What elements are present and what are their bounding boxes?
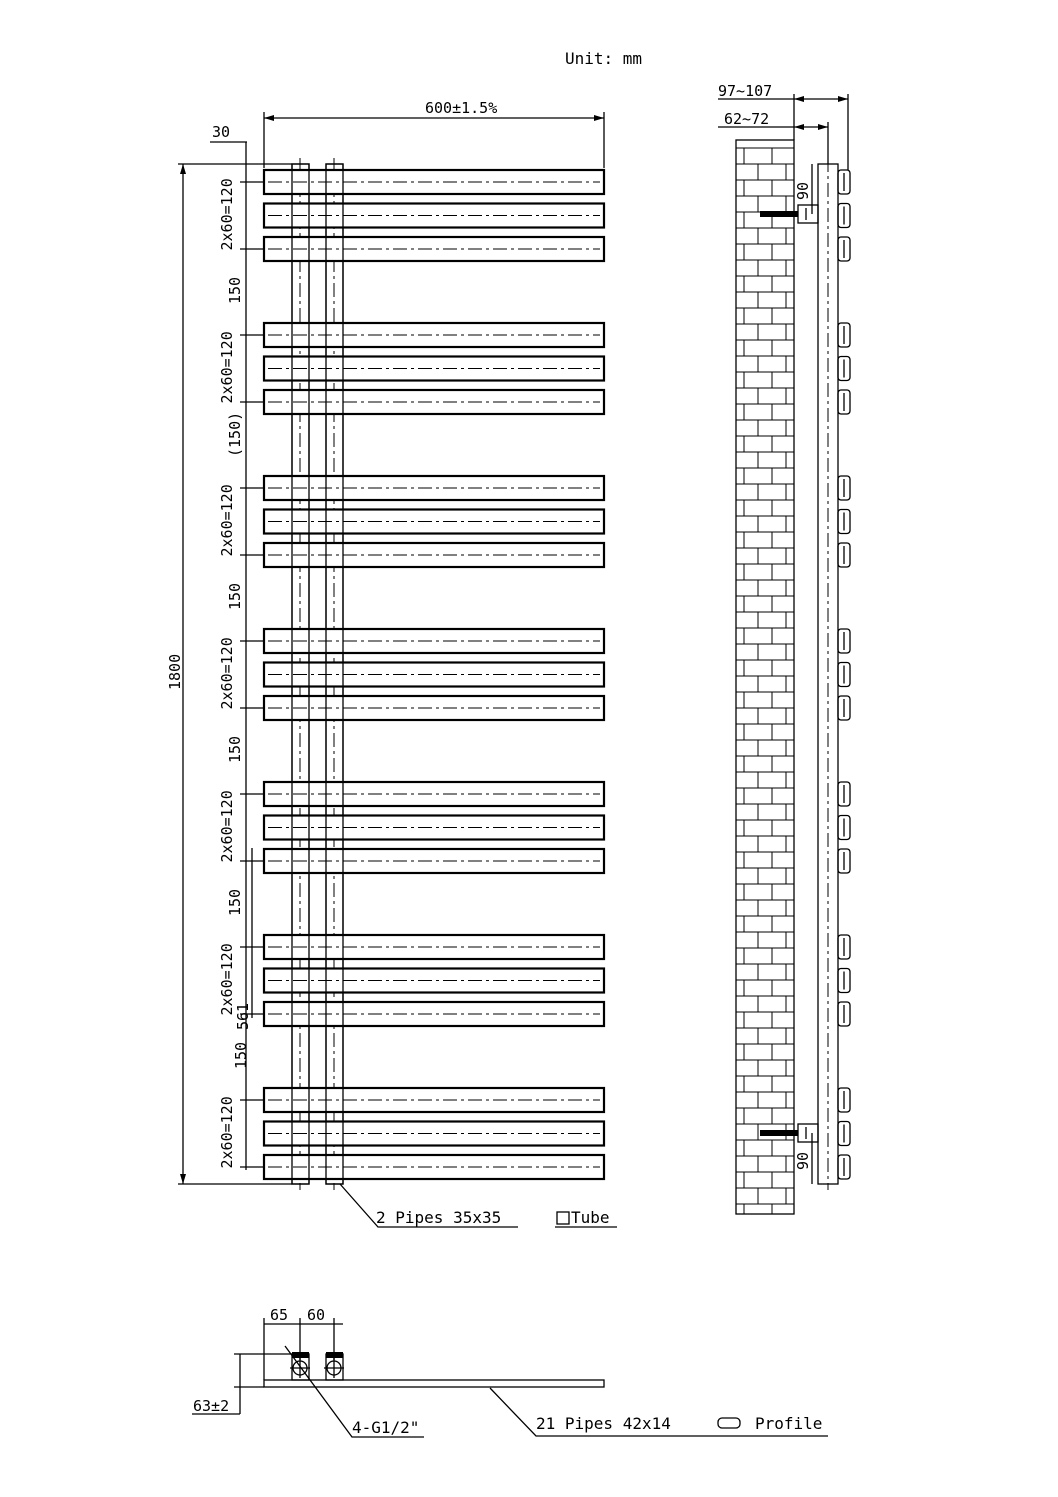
width-label: 600±1.5%: [425, 99, 497, 117]
side-bar-profile: [837, 934, 851, 960]
group-spacing-label: 2x60=120: [218, 178, 236, 250]
vertical-pipe-overlay: [325, 163, 344, 1185]
bracket-bolt: [760, 211, 798, 217]
bottom-bar: [263, 1379, 605, 1388]
group-spacing-label: 2x60=120: [218, 331, 236, 403]
arrow: [818, 124, 828, 130]
side-bar-profile: [837, 661, 851, 688]
bars-label: 21 Pipes 42x14: [536, 1414, 671, 1433]
wall: [735, 139, 795, 1215]
spacing-dimensions: 2x60=120 150 2x60=120 (150) 2x60=120 150 2x60=…: [218, 178, 264, 1169]
side-bar-profile: [837, 1087, 851, 1113]
arrow: [794, 96, 804, 102]
bracket-body: [797, 1123, 819, 1143]
pipe-shape-label: Tube: [571, 1208, 610, 1227]
side-bar-profile: [837, 475, 851, 501]
side-bar-profile: [837, 389, 851, 415]
arrow: [264, 115, 274, 121]
side-bar-profiles: [837, 169, 851, 1180]
side-bar-profile: [837, 355, 851, 382]
arrow: [838, 96, 848, 102]
gap-spacing-label: 150: [226, 889, 244, 916]
side-bar-profile: [837, 628, 851, 654]
side-bar-profile: [837, 508, 851, 535]
side-bar-profile: [837, 695, 851, 721]
gap-spacing-label: 150: [232, 1042, 250, 1069]
height-label: 1800: [166, 654, 184, 690]
vertical-pipe-overlay: [291, 163, 310, 1185]
bars-leader: [489, 1387, 828, 1437]
gap-spacing-label: (150): [226, 412, 244, 457]
depth-inner-label: 62~72: [724, 110, 769, 128]
side-bar-profile: [837, 781, 851, 807]
gap-spacing-label: 150: [226, 736, 244, 763]
unit-label: Unit: mm: [565, 49, 642, 68]
bracket-top: [760, 204, 819, 224]
side-view: 90 90 97~107 62~72: [718, 82, 851, 1215]
side-bar-profile: [837, 1120, 851, 1147]
side-bar-profile: [837, 1001, 851, 1027]
extra-label: 561: [234, 1003, 252, 1030]
side-bar-profile: [837, 848, 851, 874]
bracket-top-label: 90: [794, 182, 812, 200]
side-bar-profile: [837, 169, 851, 195]
side-bar-profile: [837, 236, 851, 262]
arrow: [794, 124, 804, 130]
pipe-label: 2 Pipes 35x35: [376, 1208, 501, 1227]
horizontal-bars: [262, 163, 606, 1185]
gap-spacing-label: 150: [226, 583, 244, 610]
tube-section-icon: [556, 1211, 570, 1225]
side-bar-profile: [837, 202, 851, 229]
side-bar-profile: [837, 542, 851, 568]
bracket-bolt: [760, 1130, 798, 1136]
side-bar-profile: [837, 967, 851, 994]
offset-label: 30: [212, 123, 230, 141]
bracket-bottom: [760, 1123, 819, 1143]
arrow: [180, 1174, 186, 1184]
bar-shape-label: Profile: [755, 1414, 822, 1433]
pipe-leader: [339, 1183, 518, 1228]
front-view: 600±1.5% 30 1800 2x60=120 150 2x60=120 (150…: [166, 99, 617, 1228]
profile-section-icon: [717, 1417, 741, 1429]
side-bar-profile: [837, 322, 851, 348]
bracket-body: [797, 204, 819, 224]
group-spacing-label: 2x60=120: [218, 484, 236, 556]
group-spacing-label: 2x60=120: [218, 790, 236, 862]
bottom-height-label: 63±2: [193, 1397, 229, 1415]
bottom-view: 65 60 63±2 4-G1/2" 21 Pipes 42x14 Profil…: [192, 1306, 828, 1438]
bracket-bottom-label: 90: [794, 1152, 812, 1170]
arrow: [594, 115, 604, 121]
valve-leader: [284, 1345, 424, 1438]
bottom-dim-left-label: 65: [270, 1306, 288, 1324]
group-spacing-label: 2x60=120: [218, 637, 236, 709]
side-bar-profile: [837, 1154, 851, 1180]
gap-spacing-label: 150: [226, 277, 244, 304]
side-bar-profile: [837, 814, 851, 841]
arrow: [180, 164, 186, 174]
group-spacing-label: 2x60=120: [218, 943, 236, 1015]
depth-outer-label: 97~107: [718, 82, 772, 100]
brick-pattern: [736, 147, 794, 1214]
group-spacing-label: 2x60=120: [218, 1096, 236, 1168]
valve-label: 4-G1/2": [352, 1418, 419, 1437]
bottom-dim-right-label: 60: [307, 1306, 325, 1324]
